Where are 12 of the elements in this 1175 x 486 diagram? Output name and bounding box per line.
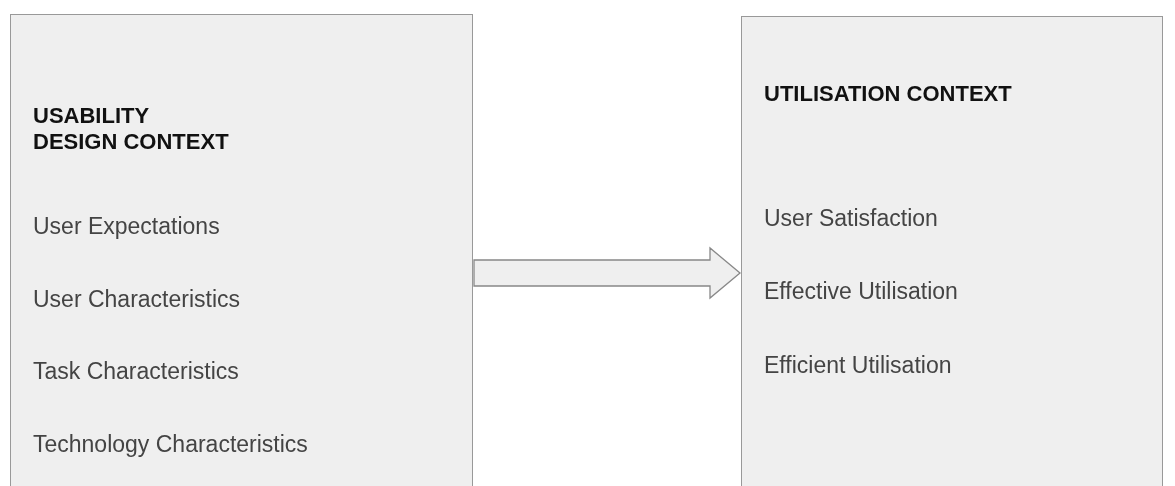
- block-arrow: [473, 246, 741, 300]
- list-item: Task Characteristics: [33, 358, 239, 386]
- list-item: Technology Characteristics: [33, 431, 308, 459]
- context-panel: [741, 16, 1163, 486]
- panel-heading: USABILITY DESIGN CONTEXT: [33, 103, 230, 156]
- list-item: Efficient Utilisation: [764, 352, 952, 380]
- list-item: User Characteristics: [33, 286, 241, 314]
- context-panel: [10, 14, 473, 486]
- list-item: Effective Utilisation: [764, 278, 958, 306]
- list-item: User Expectations: [33, 213, 220, 241]
- panel-heading: UTILISATION CONTEXT: [764, 81, 1013, 108]
- list-item: User Satisfaction: [764, 205, 938, 233]
